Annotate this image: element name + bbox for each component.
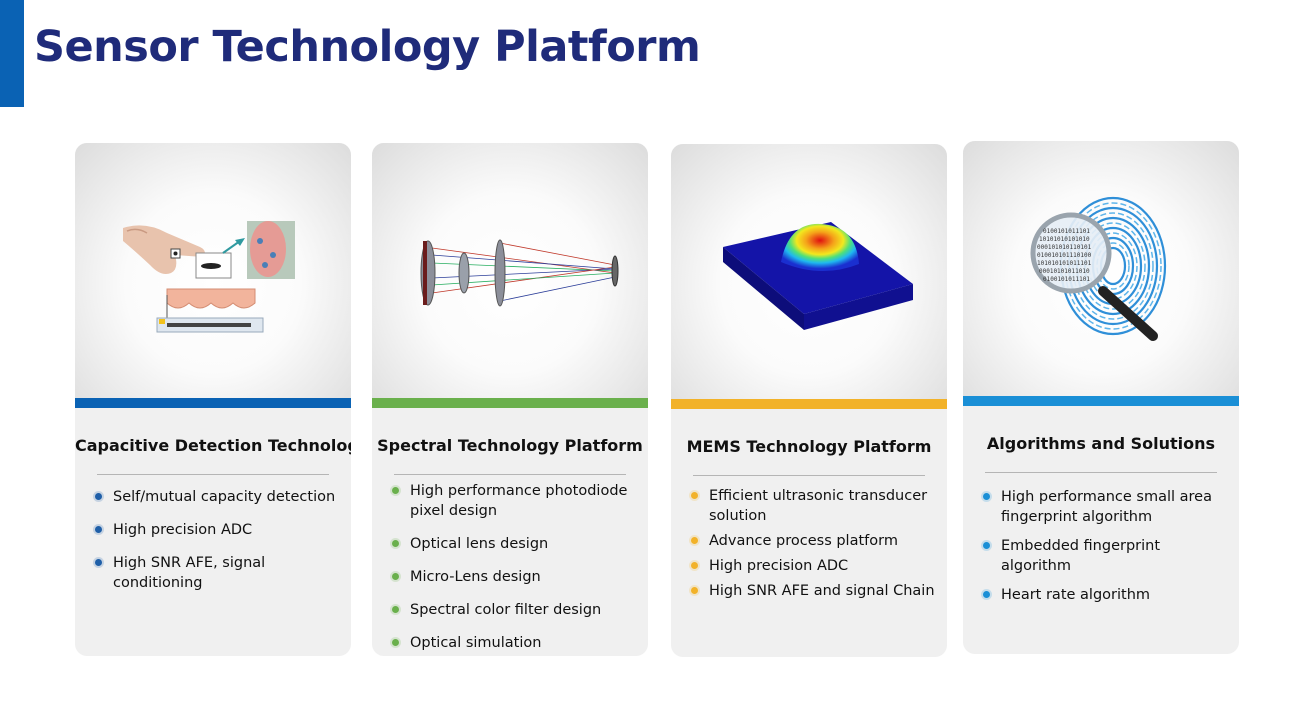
bullet-list: High performance photodiode pixel design… [392,481,638,656]
card-heading: MEMS Technology Platform [686,437,932,456]
svg-text:010010101110100: 010010101110100 [1037,252,1092,259]
list-item: Efficient ultrasonic transducer solution [691,486,937,526]
list-item: High SNR AFE and signal Chain [691,581,937,601]
optical-lens-system-icon [420,239,619,307]
card-heading: Algorithms and Solutions [986,434,1216,453]
bullet-text: High precision ADC [113,522,253,538]
card-spectral-technology: Spectral Technology Platform High perfor… [372,143,648,656]
list-item: Optical lens design [392,534,638,554]
bullet-list: Self/mutual capacity detection High prec… [95,487,341,606]
bullet-text: Efficient ultrasonic transducer solution [709,488,928,524]
bullet-text: Self/mutual capacity detection [113,489,336,505]
bullet-text: Optical simulation [410,635,542,651]
bullet-text: Micro-Lens design [410,569,541,585]
card-divider [985,472,1217,473]
svg-text:00010101011010: 00010101011010 [1039,268,1090,275]
bullet-dot-icon [691,537,698,544]
bullet-text: High performance small area fingerprint … [1001,489,1212,525]
list-item: Heart rate algorithm [983,585,1229,605]
card-image [372,143,648,398]
svg-text:000101010110101: 000101010110101 [1037,244,1092,251]
card-heading: Spectral Technology Platform [377,436,643,455]
title-accent-bar [0,0,24,107]
list-item: High precision ADC [95,520,341,540]
bullet-text: Optical lens design [410,536,549,552]
svg-text:0100101011101: 0100101011101 [1043,228,1090,235]
card-color-stripe [75,398,351,408]
bullet-text: Embedded fingerprint algorithm [1001,538,1161,574]
bullet-text: High SNR AFE and signal Chain [709,583,935,599]
list-item: High performance small area fingerprint … [983,487,1229,527]
card-color-stripe [671,399,947,409]
card-mems-technology: MEMS Technology Platform Efficient ultra… [671,144,947,657]
bullet-text: High precision ADC [709,558,849,574]
list-item: Optical simulation [392,633,638,653]
bullet-dot-icon [983,493,990,500]
bullet-dot-icon [691,587,698,594]
bullet-dot-icon [392,639,399,646]
fingerprint-magnifier-icon: 0100101011101 10101010101010 00010101011… [1030,196,1167,341]
svg-text:0100101011101: 0100101011101 [1043,276,1090,283]
bullet-list: Efficient ultrasonic transducer solution… [691,486,937,606]
card-divider [394,474,626,475]
bullet-dot-icon [983,591,990,598]
bullet-text: High SNR AFE, signal conditioning [113,555,266,591]
list-item: Advance process platform [691,531,937,551]
list-item: High performance photodiode pixel design [392,481,638,521]
page-title: Sensor Technology Platform [34,22,701,72]
card-color-stripe [372,398,648,408]
bullet-dot-icon [392,573,399,580]
list-item: Embedded fingerprint algorithm [983,536,1229,576]
bullet-text: Heart rate algorithm [1001,587,1151,603]
card-divider [97,474,329,475]
bullet-text: Advance process platform [709,533,898,549]
bullet-dot-icon [691,562,698,569]
list-item: Spectral color filter design [392,600,638,620]
bullet-dot-icon [95,493,102,500]
card-image: 0100101011101 10101010101010 00010101011… [963,141,1239,396]
list-item: Self/mutual capacity detection [95,487,341,507]
finger-touch-sensor-icon [123,221,295,333]
bullet-dot-icon [392,606,399,613]
card-divider [693,475,925,476]
svg-text:10101010101010: 10101010101010 [1039,236,1090,243]
svg-text:101010101011101: 101010101011101 [1037,260,1092,267]
list-item: High SNR AFE, signal conditioning [95,553,341,593]
bullet-dot-icon [95,526,102,533]
list-item: High precision ADC [691,556,937,576]
bullet-dot-icon [95,559,102,566]
bullet-dot-icon [392,487,399,494]
card-color-stripe [963,396,1239,406]
mems-membrane-simulation-icon [723,222,913,330]
bullet-dot-icon [691,492,698,499]
bullet-dot-icon [392,540,399,547]
bullet-text: Spectral color filter design [410,602,602,618]
card-heading: Capacitive Detection Technology [75,436,351,455]
card-algorithms-solutions: 0100101011101 10101010101010 00010101011… [963,141,1239,654]
card-image [671,144,947,399]
bullet-text: High performance photodiode pixel design [410,483,628,519]
card-capacitive-detection: Capacitive Detection Technology Self/mut… [75,143,351,656]
list-item: Micro-Lens design [392,567,638,587]
bullet-list: High performance small area fingerprint … [983,487,1229,614]
bullet-dot-icon [983,542,990,549]
card-image [75,143,351,398]
